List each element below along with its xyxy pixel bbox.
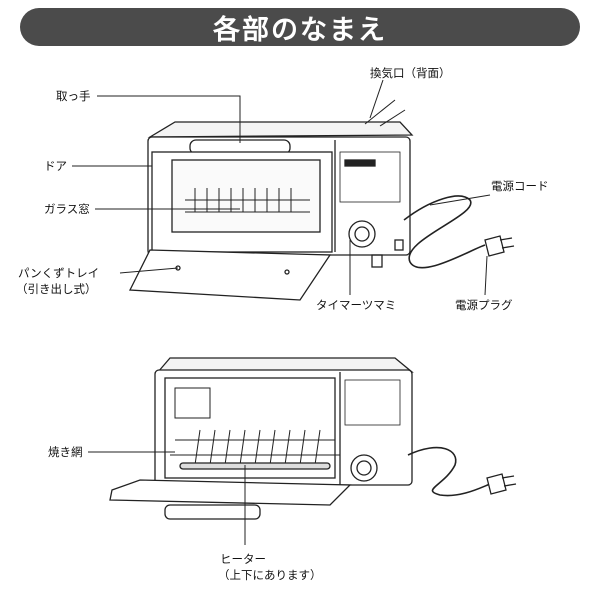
label-vent: 換気口（背面） <box>370 66 451 80</box>
label-timer-knob: タイマーツマミ <box>316 298 397 312</box>
oven-top <box>147 121 414 138</box>
label-heater-note: （上下にあります） <box>218 568 322 582</box>
label-heater: ヒーター <box>220 552 266 566</box>
toaster-top-view <box>128 99 515 301</box>
label-door: ドア <box>44 159 67 173</box>
label-crumb-tray: パンくずトレイ <box>18 266 100 280</box>
label-power-plug: 電源プラグ <box>455 298 513 312</box>
label-power-cord: 電源コード <box>491 179 549 193</box>
heater-element <box>179 462 331 470</box>
crumb-tray <box>128 249 332 301</box>
power-plug <box>484 235 505 257</box>
door-handle <box>164 504 261 520</box>
timer-knob <box>348 220 376 248</box>
toaster-bottom-view <box>109 357 517 520</box>
label-handle: 取っ手 <box>56 89 91 103</box>
label-grill-rack: 焼き網 <box>48 445 83 459</box>
power-cord <box>403 195 486 269</box>
title-bar: 各部のなまえ <box>20 8 580 46</box>
rack-top <box>185 188 310 213</box>
label-crumb-tray-note: （引き出し式） <box>16 282 97 296</box>
grill-rack <box>170 429 340 466</box>
label-glass-window: ガラス窓 <box>44 202 90 216</box>
timer-knob-bottom <box>350 454 378 482</box>
page-title: 各部のなまえ <box>213 14 387 46</box>
open-door <box>109 479 352 506</box>
glass-window <box>171 159 321 233</box>
